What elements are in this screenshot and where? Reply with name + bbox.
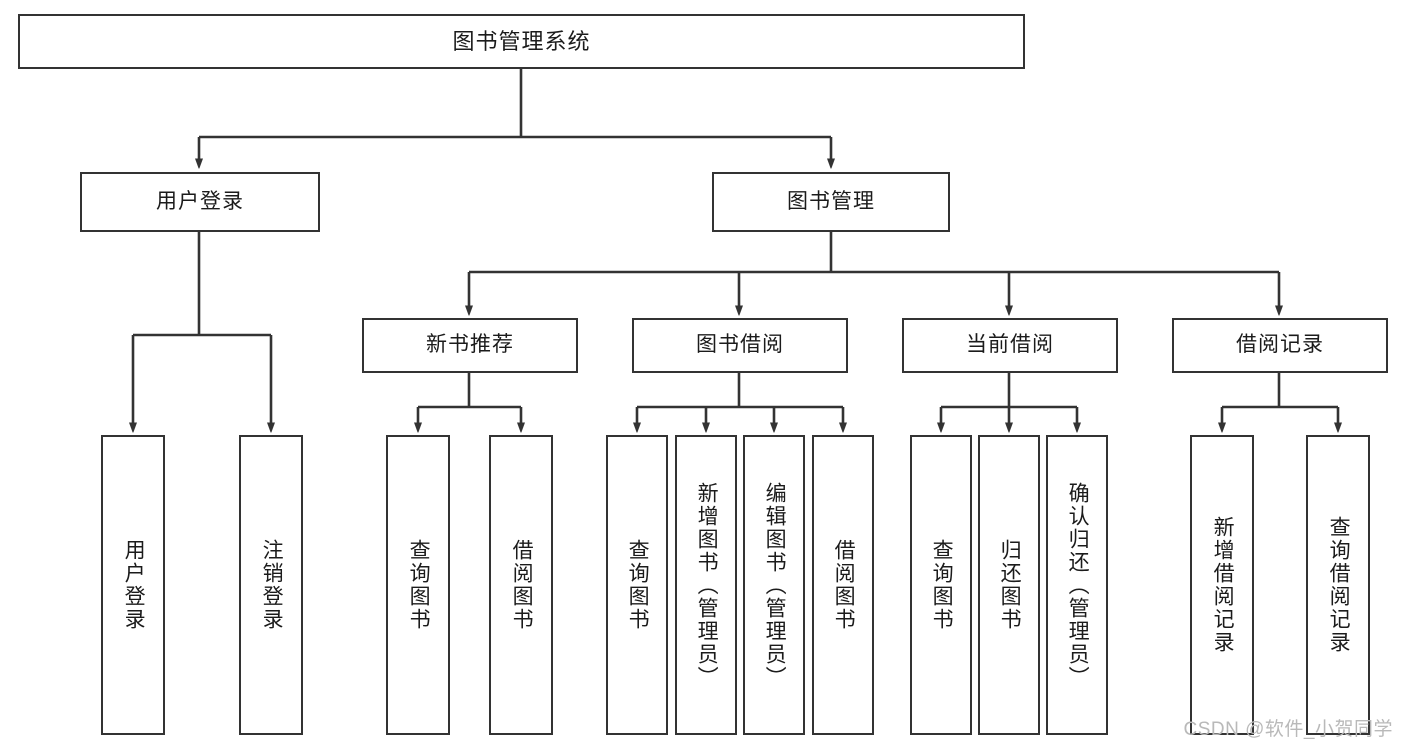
node-root-system[interactable]: 图书管理系统 [18,14,1025,69]
node-label: 查询借阅记录 [1327,516,1351,654]
node-label: 借阅图书 [832,539,856,631]
node-label: 查询图书 [407,539,431,631]
node-label: 用户登录 [122,539,146,631]
leaf-return-book[interactable]: 归还图书 [978,435,1040,735]
leaf-query-book-2[interactable]: 查询图书 [606,435,668,735]
node-label: 查询图书 [626,539,650,631]
node-borrow-record[interactable]: 借阅记录 [1172,318,1388,373]
node-label: 图书管理系统 [452,28,591,54]
node-label: 图书管理 [787,189,875,213]
node-label: 图书借阅 [696,333,784,357]
node-label: 编辑图书（管理员） [763,481,787,689]
leaf-borrow-book-2[interactable]: 借阅图书 [812,435,874,735]
leaf-add-book[interactable]: 新增图书（管理员） [675,435,737,735]
leaf-user-login[interactable]: 用户登录 [101,435,165,735]
node-label: 确认归还（管理员） [1066,481,1090,689]
leaf-query-book-1[interactable]: 查询图书 [386,435,450,735]
node-label: 新增图书（管理员） [695,481,719,689]
node-label: 新书推荐 [426,333,514,357]
leaf-confirm-return[interactable]: 确认归还（管理员） [1046,435,1108,735]
leaf-logout-login[interactable]: 注销登录 [239,435,303,735]
node-label: 归还图书 [998,539,1022,631]
node-user-login[interactable]: 用户登录 [80,172,320,232]
node-label: 借阅记录 [1236,333,1324,357]
node-new-book-recommend[interactable]: 新书推荐 [362,318,578,373]
node-label: 借阅图书 [510,539,534,631]
watermark-text: CSDN @软件_小贺同学 [1183,719,1393,740]
node-label: 用户登录 [156,189,244,213]
leaf-add-record[interactable]: 新增借阅记录 [1190,435,1254,735]
node-label: 查询图书 [930,539,954,631]
node-label: 注销登录 [260,539,284,631]
node-current-borrow[interactable]: 当前借阅 [902,318,1118,373]
leaf-edit-book[interactable]: 编辑图书（管理员） [743,435,805,735]
leaf-query-record[interactable]: 查询借阅记录 [1306,435,1370,735]
leaf-query-book-3[interactable]: 查询图书 [910,435,972,735]
node-book-borrow[interactable]: 图书借阅 [632,318,848,373]
node-label: 当前借阅 [966,333,1054,357]
leaf-borrow-book-1[interactable]: 借阅图书 [489,435,553,735]
node-label: 新增借阅记录 [1211,516,1235,654]
node-book-management[interactable]: 图书管理 [712,172,950,232]
